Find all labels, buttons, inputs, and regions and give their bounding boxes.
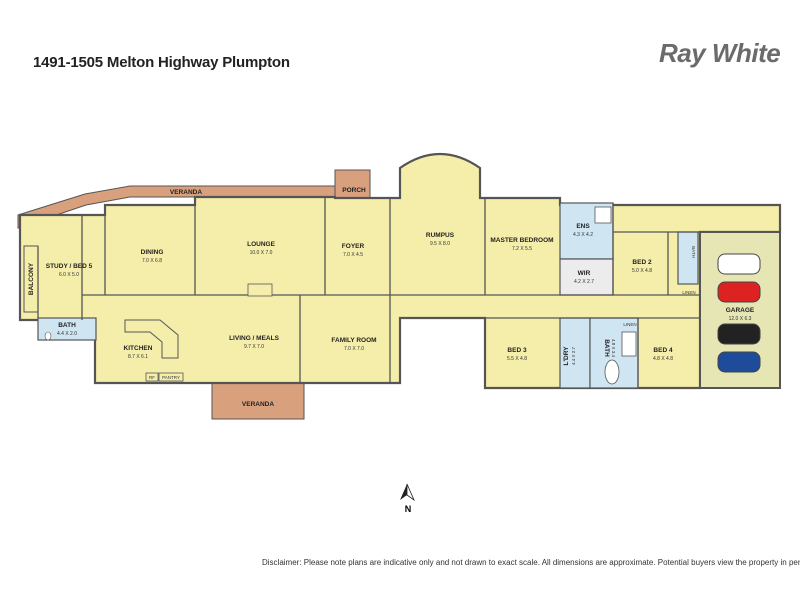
bed3-label: BED 3 [507,347,527,354]
veranda-top-label: VERANDA [170,189,202,196]
toilet-left [44,331,52,341]
ray-white-logo: Ray White [659,38,781,68]
veranda-bottom-label: VERANDA [242,401,274,408]
study-label: STUDY / BED 5 [46,263,93,270]
car-blue [717,351,761,373]
living-label: LIVING / MEALS [229,335,280,342]
rf-box [145,372,159,382]
porch [334,169,371,199]
car-white [717,253,761,275]
dining-dim: 7.0 X 6.8 [142,258,162,264]
car-red [717,281,761,303]
pantry-box [158,372,184,382]
bath-mid-dim: 4.8 X 3.4 [611,339,616,358]
bed3-dim: 5.5 X 4.8 [507,356,527,362]
bed2-label: BED 2 [632,259,652,266]
north-arrow: N [400,483,415,514]
shower [621,331,637,357]
veranda-bottom [211,382,305,420]
master-label: MASTER BEDROOM [490,237,553,244]
bed4-label: BED 4 [653,347,673,354]
dining-label: DINING [141,249,164,256]
garage-dim: 12.0 X 6.3 [729,316,752,322]
bath-left-area [37,317,97,341]
ldry-dim: 4.4 X 2.7 [571,346,576,365]
porch-label: PORCH [342,187,366,194]
bath-left-label: BATH [58,322,76,329]
lounge-dim: 10.0 X 7.0 [250,250,273,256]
bed4-dim: 4.8 X 4.8 [653,356,673,362]
rumpus-dim: 9.5 X 8.0 [430,241,450,247]
lounge-label: LOUNGE [247,241,275,248]
pantry-label: PANTRY [162,375,180,380]
property-address-title: 1491-1505 Melton Highway Plumpton [33,54,290,71]
study-dim: 6.0 X 5.0 [59,272,79,278]
bath-left-dim: 4.4 X 2.0 [57,331,77,337]
bath-small-area [677,231,699,285]
master-dim: 7.2 X 5.5 [512,246,532,252]
bed2-dim: 5.0 X 4.8 [632,268,652,274]
disclaimer-text: Disclaimer: Please note plans are indica… [262,558,800,567]
kitchen-bench [124,319,179,359]
balcony-label: BALCONY [28,262,35,295]
bath-mid-label: BATH [603,339,610,357]
rf-label: RF [149,375,155,380]
family-label: FAMILY ROOM [331,337,376,344]
living-dim: 9.7 X 7.0 [244,344,264,350]
ldry-area [559,317,591,389]
linen2-label: LINEN [623,322,636,327]
family-dim: 7.0 X 7.0 [344,346,364,352]
north-label: N [405,504,412,514]
wir-area [559,258,614,296]
kitchen-dim: 8.7 X 6.1 [128,354,148,360]
rumpus-label: RUMPUS [426,232,455,239]
wir-dim: 4.2 X 2.7 [574,279,594,285]
fireplace [247,283,273,297]
foyer-label: FOYER [342,243,365,250]
wir-label: WIR [578,270,591,277]
garage-label: GARAGE [726,307,755,314]
ldry-label: L'DRY [563,346,570,366]
ens-shower [594,206,612,224]
bath-small-label: BATH [691,246,696,258]
car-black [717,323,761,345]
garage-cars [717,253,761,373]
kitchen-label: KITCHEN [124,345,153,352]
linen1-label: LINEN [682,290,695,295]
foyer-dim: 7.0 X 4.5 [343,252,363,258]
ens-dim: 4.3 X 4.2 [573,232,593,238]
ens-label: ENS [576,223,590,230]
bathtub [604,359,620,385]
